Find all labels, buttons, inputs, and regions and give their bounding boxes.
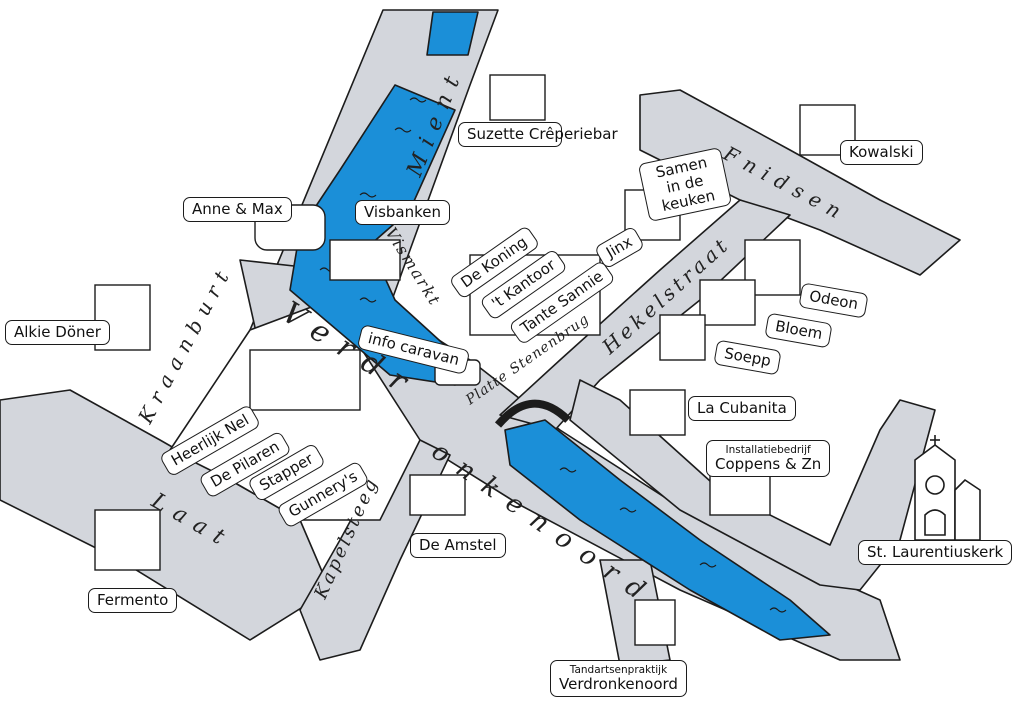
building-odeon	[744, 239, 801, 296]
label-la-cubanita[interactable]: La Cubanita	[688, 396, 796, 421]
building-bloem	[699, 279, 756, 326]
water-waves	[319, 97, 787, 613]
building-suzette	[489, 74, 546, 121]
building-tandarts	[634, 599, 676, 646]
building-fermento	[94, 509, 161, 571]
visbanken-shelter	[329, 239, 401, 281]
label-tandarts[interactable]: Tandartsenpraktijk Verdronkenoord	[550, 660, 687, 697]
building-soepp	[659, 314, 706, 361]
label-coppens[interactable]: Installatiebedrijf Coppens & Zn	[706, 440, 831, 477]
label-de-amstel[interactable]: De Amstel	[410, 533, 506, 558]
label-st-laurentius[interactable]: St. Laurentiuskerk	[858, 540, 1013, 565]
label-kowalski[interactable]: Kowalski	[840, 140, 923, 165]
label-anne-max[interactable]: Anne & Max	[183, 197, 292, 222]
building-amstel	[409, 474, 466, 516]
bridge-arch	[494, 399, 571, 428]
label-tandarts-name: Verdronkenoord	[559, 675, 678, 693]
label-suzette[interactable]: Suzette Crêperiebar	[458, 122, 618, 147]
church-icon	[914, 435, 981, 541]
building-block-left	[249, 349, 361, 411]
building-cubanita	[629, 389, 686, 436]
canal-verdronkenoord	[504, 419, 831, 641]
label-alkie[interactable]: Alkie Döner	[5, 320, 110, 345]
canal-top	[426, 11, 479, 56]
building-coppens	[709, 469, 771, 516]
label-coppens-sub: Installatiebedrijf	[725, 444, 811, 456]
label-visbanken[interactable]: Visbanken	[355, 200, 451, 225]
label-fermento[interactable]: Fermento	[88, 588, 178, 613]
label-tandarts-sub: Tandartsenpraktijk	[569, 664, 668, 676]
label-coppens-name: Coppens & Zn	[715, 455, 822, 473]
